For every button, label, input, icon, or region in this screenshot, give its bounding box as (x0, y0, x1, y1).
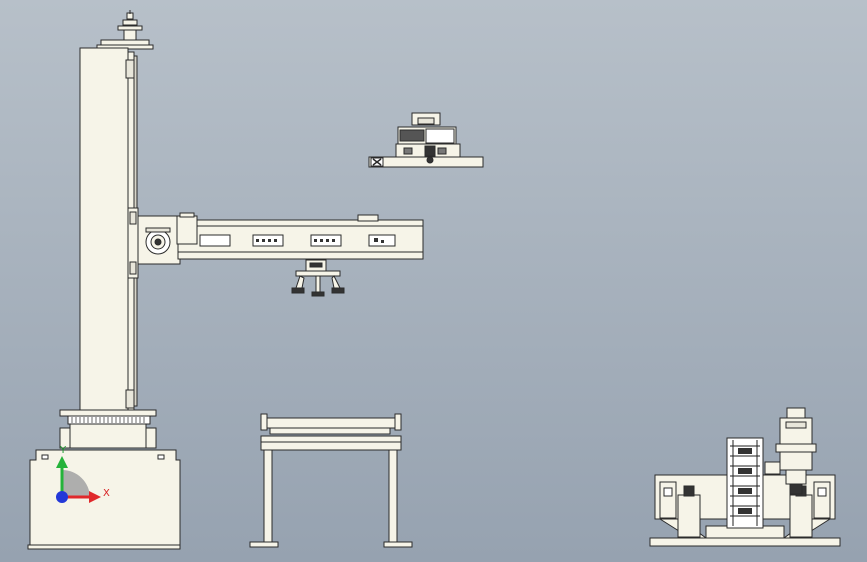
x-axis-label: X (103, 488, 110, 499)
manipulator-base (27, 449, 181, 550)
slewing-ring (59, 409, 157, 449)
welding-head (291, 259, 345, 297)
carriage-top-view[interactable] (368, 112, 484, 168)
positioner-front-view[interactable] (649, 407, 841, 547)
column (79, 47, 129, 414)
boom-arm (176, 212, 424, 260)
roller-table[interactable] (249, 413, 413, 548)
boom-drive-gear (145, 227, 171, 255)
coordinate-triad: X Y (56, 445, 110, 503)
origin-marker (56, 491, 68, 503)
rotation-sector (62, 470, 90, 497)
y-axis-label: Y (59, 445, 67, 456)
